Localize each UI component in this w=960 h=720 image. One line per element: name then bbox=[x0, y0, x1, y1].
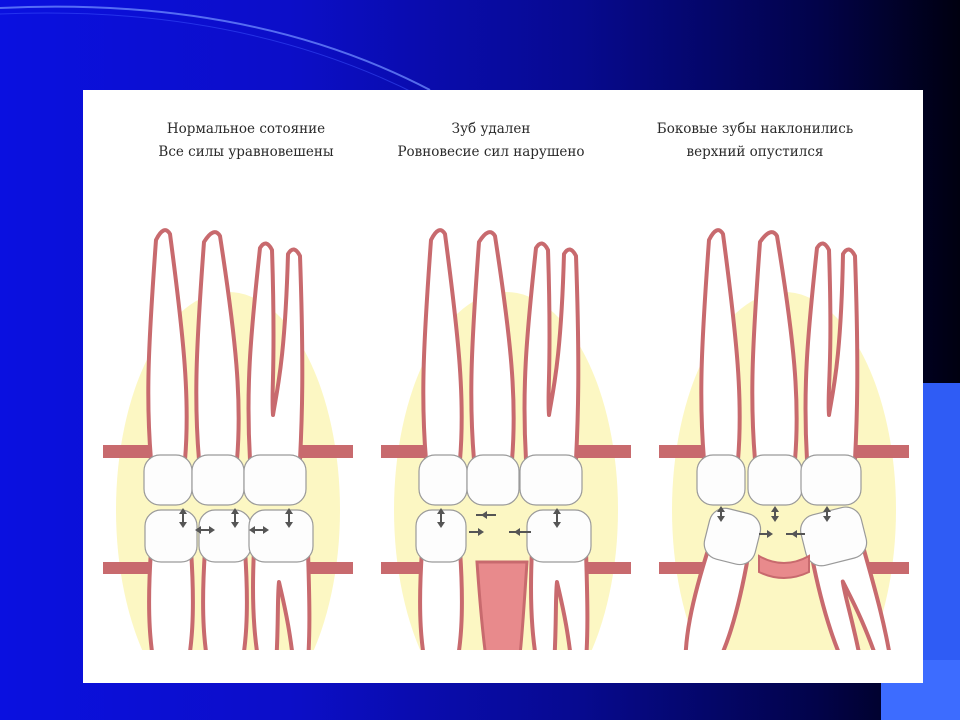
upper-tooth-3-crown bbox=[243, 454, 307, 506]
upper-tooth-2-crown bbox=[747, 454, 803, 506]
lower-tooth-1-root bbox=[683, 543, 751, 650]
caption-normal: Нормальное сотояние Все силы уравновешен… bbox=[116, 118, 376, 164]
figure-panel: Нормальное сотояние Все силы уравновешен… bbox=[83, 90, 923, 683]
force-arrow-1 bbox=[179, 508, 187, 528]
lower-tooth-1-root bbox=[147, 548, 195, 650]
lower-tooth-1-crown bbox=[144, 509, 198, 563]
caption-extracted: Зуб удален Ровновесие сил нарушено bbox=[361, 118, 621, 164]
extraction-socket bbox=[475, 560, 529, 650]
lower-tooth-3-crown bbox=[248, 509, 314, 563]
force-arrow-3 bbox=[469, 528, 484, 536]
closing-gap-tissue bbox=[758, 554, 810, 579]
caption-tilted: Боковые зубы наклонились верхний опустил… bbox=[625, 118, 885, 164]
force-arrow-4 bbox=[759, 530, 773, 538]
force-arrow-5 bbox=[553, 508, 561, 528]
lower-tooth-3-root bbox=[529, 548, 590, 650]
force-arrow-3 bbox=[823, 506, 831, 522]
lower-teeth bbox=[144, 509, 314, 650]
upper-tooth-2-root bbox=[750, 230, 799, 462]
upper-tooth-1-crown bbox=[143, 454, 193, 506]
lower-tooth-tilted-right bbox=[800, 506, 894, 650]
upper-tooth-1-root bbox=[699, 228, 742, 462]
upper-teeth bbox=[418, 228, 583, 506]
force-arrow-5 bbox=[786, 530, 805, 538]
upper-tooth-1-crown bbox=[418, 454, 468, 506]
illustration-normal bbox=[103, 190, 353, 650]
upper-teeth bbox=[143, 228, 307, 506]
upper-tooth-3-crown bbox=[519, 454, 583, 506]
lower-tooth-tilted-left bbox=[683, 507, 762, 650]
force-arrow-4 bbox=[509, 528, 531, 536]
upper-gum-right bbox=[571, 445, 631, 458]
upper-tooth-2-root bbox=[194, 230, 241, 462]
lower-tooth-2-crown bbox=[198, 509, 252, 563]
caption-tilted-line1: Боковые зубы наклонились bbox=[656, 121, 854, 137]
caption-normal-line1: Нормальное сотояние bbox=[166, 121, 326, 137]
force-arrow-2 bbox=[231, 508, 239, 528]
lower-teeth bbox=[683, 506, 894, 650]
caption-tilted-line2: верхний опустился bbox=[686, 144, 824, 160]
upper-tooth-1-root bbox=[146, 228, 189, 462]
lower-tooth-2-root bbox=[201, 548, 249, 650]
upper-tooth-3-root bbox=[246, 241, 305, 462]
upper-tooth-2-crown bbox=[466, 454, 520, 506]
upper-tooth-3-root bbox=[803, 241, 860, 462]
upper-teeth bbox=[696, 228, 862, 506]
lower-tooth-1-crown bbox=[703, 507, 762, 566]
upper-gum-right bbox=[849, 445, 909, 458]
upper-tooth-1-root bbox=[421, 228, 464, 462]
force-arrow-2 bbox=[476, 511, 496, 519]
force-arrow-4 bbox=[195, 526, 215, 534]
caption-extracted-line1: Зуб удален bbox=[451, 121, 531, 137]
force-arrow-3 bbox=[285, 508, 293, 528]
upper-tooth-3-root bbox=[522, 241, 581, 462]
lower-tooth-3-root bbox=[809, 541, 894, 650]
caption-extracted-line2: Ровновесие сил нарушено bbox=[397, 144, 585, 160]
illustration-tilted bbox=[659, 190, 909, 650]
upper-tooth-2-root bbox=[469, 230, 516, 462]
force-arrow-1 bbox=[437, 508, 445, 528]
lower-teeth bbox=[415, 509, 592, 650]
caption-normal-line2: Все силы уравновешены bbox=[158, 144, 334, 160]
upper-gum-right bbox=[293, 445, 353, 458]
force-arrow-1 bbox=[717, 506, 725, 522]
illustration-extracted bbox=[381, 190, 631, 650]
force-arrow-2 bbox=[771, 506, 779, 522]
upper-tooth-1-crown bbox=[696, 454, 746, 506]
force-arrow-5 bbox=[249, 526, 269, 534]
lower-tooth-1-root bbox=[418, 548, 464, 650]
upper-tooth-2-crown bbox=[191, 454, 245, 506]
lower-tooth-3-crown bbox=[526, 509, 592, 563]
lower-tooth-3-root bbox=[251, 548, 312, 650]
upper-tooth-3-crown bbox=[800, 454, 862, 506]
